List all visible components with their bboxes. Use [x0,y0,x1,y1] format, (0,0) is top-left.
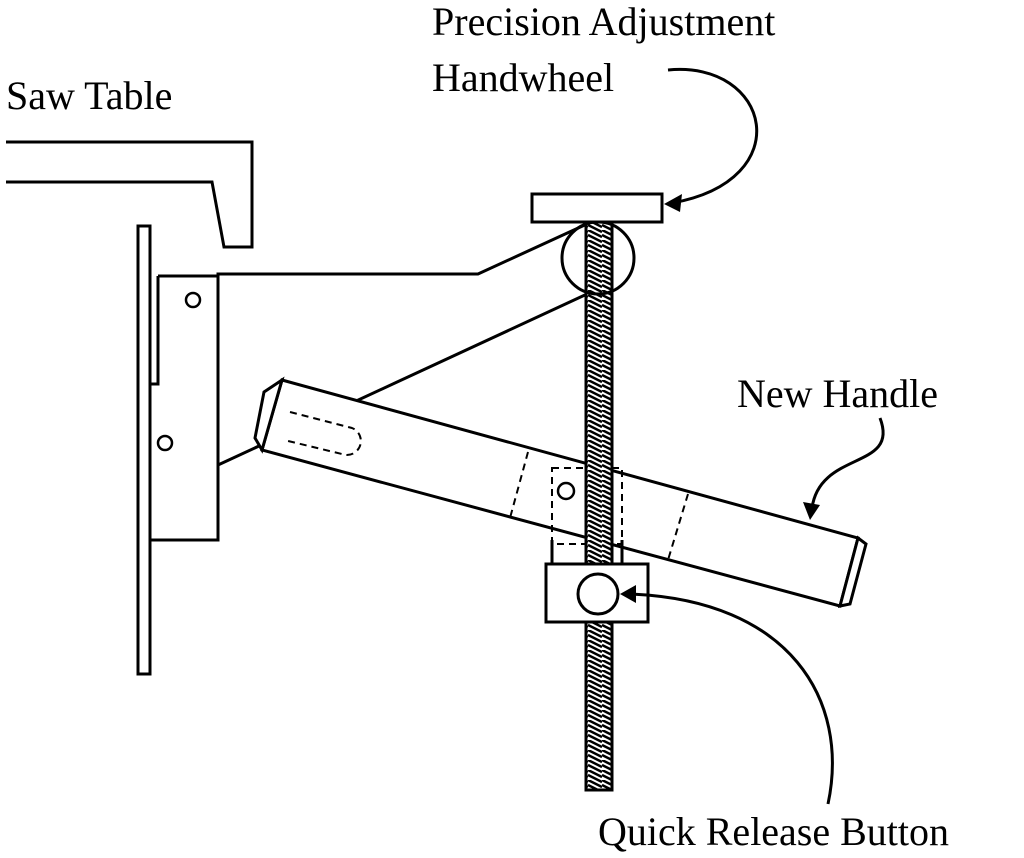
threaded-rod [586,210,612,790]
new-handle-leader [812,418,883,508]
new-handle-shape [255,380,866,606]
handwheel [532,194,662,222]
quick-release-arrowhead [620,585,636,603]
bracket-hole-lower [158,436,172,450]
handwheel-arrowhead [664,194,682,212]
new-handle-label: New Handle [737,371,939,416]
mounting-plate [138,226,150,674]
saw-table-label: Saw Table [6,73,173,118]
handwheel-hub [562,222,634,294]
handwheel-label-line1: Precision Adjustment [432,0,776,44]
quick-release-button-shape [578,574,618,614]
quick-release-label: Quick Release Button [598,809,950,854]
bracket-hole-upper [186,293,200,307]
new-handle-arrowhead [803,502,820,520]
saw-table-outline [6,142,252,247]
bracket-body [150,218,600,540]
handwheel-leader [668,69,757,203]
quick-release-leader [630,594,832,804]
handwheel-label-line2: Handwheel [432,55,615,100]
